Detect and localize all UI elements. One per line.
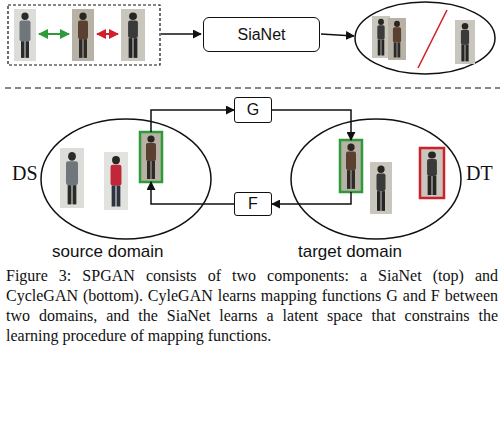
- mapping-arrow: [272, 110, 351, 140]
- person-image: [14, 9, 36, 61]
- ellipse-outline: [290, 118, 462, 240]
- person-image: [104, 152, 128, 210]
- ellipse-outline: [41, 119, 211, 239]
- separating-line: [418, 10, 447, 68]
- mapping-arrow: [151, 182, 234, 204]
- node-label: G: [247, 101, 259, 119]
- domain-name: target domain: [298, 242, 402, 262]
- flow-arrow: [321, 34, 354, 36]
- person-image: [140, 132, 162, 182]
- ellipse-outline: [40, 118, 212, 240]
- mapping-box: G: [234, 97, 272, 123]
- mapping-box: F: [234, 192, 272, 216]
- node-label: DS: [12, 162, 38, 185]
- selected-image-frame: [140, 132, 162, 182]
- person-image: [340, 140, 362, 192]
- flow-arrow: [161, 33, 201, 35]
- node-label: DT: [466, 162, 493, 185]
- domain-ellipse: DSsource domain: [40, 118, 212, 240]
- section-separator: [5, 87, 500, 88]
- person-image: [72, 9, 94, 61]
- mapping-arrow: [272, 192, 351, 204]
- dashed-group: [8, 5, 160, 65]
- person-image: [420, 148, 444, 198]
- latent-space-ellipse: [355, 2, 495, 74]
- node-label: SiaNet: [237, 26, 285, 44]
- domain-name: source domain: [52, 242, 164, 262]
- person-image: [60, 148, 84, 208]
- person-image: [372, 16, 390, 58]
- translated-image-frame: [340, 140, 362, 192]
- negative-pair-arrow: [97, 33, 118, 35]
- ellipse-outline: [291, 119, 461, 239]
- node-label: F: [248, 195, 258, 213]
- person-image: [388, 18, 406, 60]
- person-image: [121, 9, 145, 61]
- positive-pair-arrow: [39, 33, 69, 35]
- domain-ellipse: DTtarget domain: [290, 118, 462, 240]
- person-image: [370, 162, 392, 214]
- network-box: SiaNet: [203, 17, 320, 52]
- negative-image-frame: [420, 148, 444, 198]
- mapping-arrow: [151, 110, 234, 132]
- figure-caption: Figure 3: SPGAN consists of two componen…: [6, 266, 498, 346]
- person-image: [455, 20, 475, 64]
